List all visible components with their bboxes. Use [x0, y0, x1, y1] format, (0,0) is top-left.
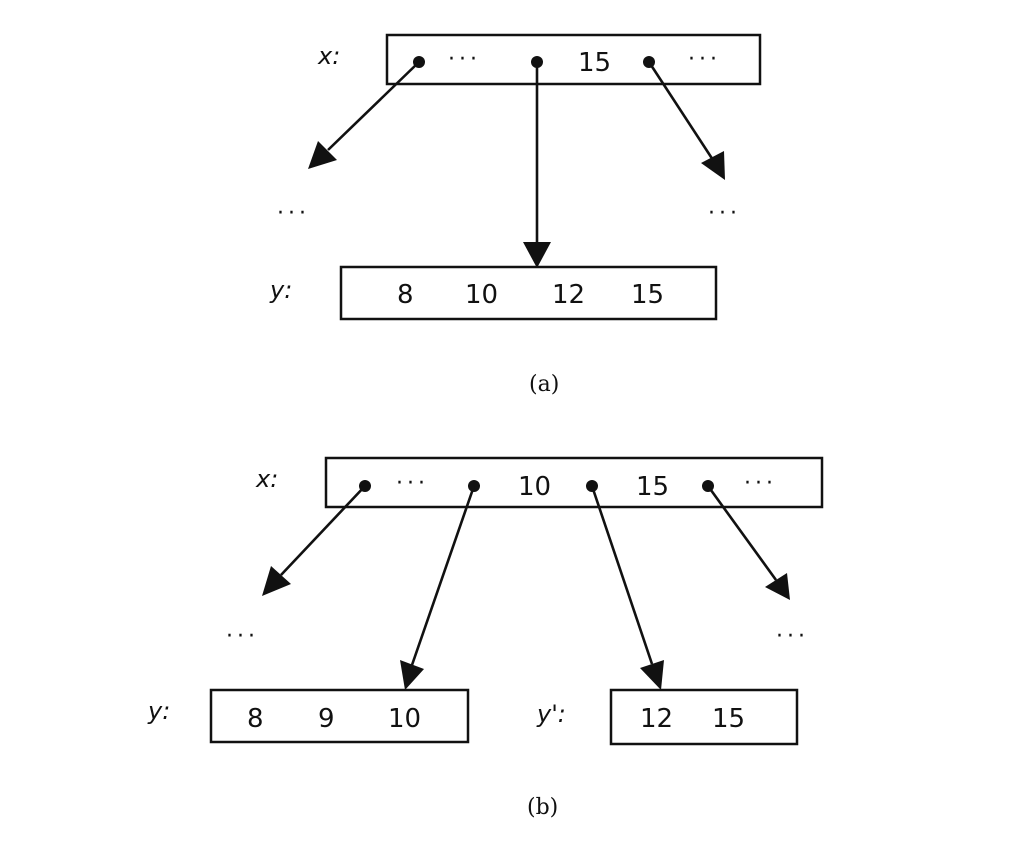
- key: 12: [552, 280, 585, 310]
- caption-a: (a): [529, 372, 559, 397]
- node-x-label: x:: [317, 42, 340, 70]
- panel-a: x: ··· 15 ··· ··· ··· y: 8 10 12 15 (a): [269, 33, 762, 397]
- arrowhead: [523, 242, 551, 268]
- node-x: [385, 33, 762, 86]
- arrowhead: [262, 566, 291, 596]
- edge-to-y-prime: [590, 485, 654, 665]
- caption-b: (b): [527, 795, 558, 820]
- key: 8: [247, 704, 264, 734]
- edge-left: [327, 61, 420, 151]
- key: 15: [578, 48, 611, 78]
- ellipsis: ···: [744, 471, 777, 496]
- arrowhead: [308, 141, 337, 169]
- ellipsis-left: ···: [277, 201, 310, 226]
- node-y-label: y:: [269, 276, 292, 304]
- key: 15: [712, 704, 745, 734]
- key: 15: [631, 280, 664, 310]
- edge-far-right: [706, 485, 778, 581]
- node-y: [339, 265, 718, 321]
- edge-to-y: [410, 485, 476, 666]
- edge-far-left: [280, 485, 366, 576]
- ellipsis: ···: [688, 47, 721, 72]
- ellipsis-right: ···: [776, 624, 809, 649]
- arrowhead: [701, 151, 725, 180]
- key: 8: [397, 280, 414, 310]
- ellipsis-left: ···: [226, 624, 259, 649]
- key: 10: [518, 472, 551, 502]
- node-y-label: y:: [147, 697, 170, 725]
- node-y-prime: [609, 688, 799, 746]
- node-y: [209, 688, 470, 744]
- arrowhead: [400, 660, 424, 690]
- node-x: [324, 456, 824, 509]
- arrowhead: [765, 573, 790, 600]
- arrowhead: [640, 660, 664, 690]
- key: 15: [636, 472, 669, 502]
- ellipsis: ···: [448, 47, 481, 72]
- key: 10: [388, 704, 421, 734]
- panel-b: x: ··· 10 15 ··· ··· ··· y: 8 9 10 y': 1…: [147, 456, 824, 820]
- key: 9: [318, 704, 335, 734]
- node-y-prime-label: y':: [536, 700, 566, 728]
- node-x-label: x:: [255, 465, 278, 493]
- key: 10: [465, 280, 498, 310]
- ellipsis: ···: [396, 471, 429, 496]
- ellipsis-right: ···: [708, 201, 741, 226]
- key: 12: [640, 704, 673, 734]
- edge-right: [647, 61, 715, 161]
